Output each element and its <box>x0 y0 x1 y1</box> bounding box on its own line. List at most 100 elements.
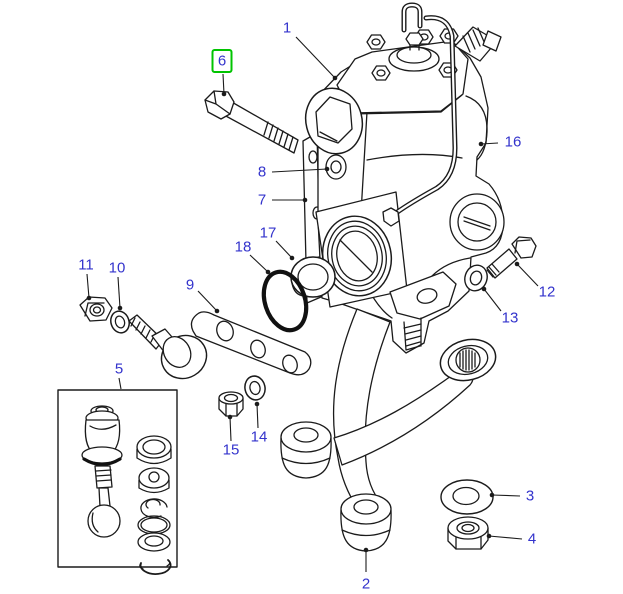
leader-line <box>256 403 259 429</box>
callout-16[interactable]: 16 <box>478 134 522 151</box>
callout-5[interactable]: 5 <box>115 361 123 390</box>
leader-line <box>275 240 293 259</box>
part-number-label[interactable]: 6 <box>218 53 226 70</box>
hex-plug <box>304 87 364 155</box>
sector-shaft-stud <box>403 317 422 351</box>
mounting-lug <box>389 271 457 320</box>
seal-washer-8 <box>325 154 347 180</box>
part-number-label[interactable]: 5 <box>115 361 123 378</box>
leader-line <box>249 254 269 273</box>
callout-14[interactable]: 14 <box>251 401 268 446</box>
leader-line <box>516 263 539 287</box>
callout-2[interactable]: 2 <box>362 547 370 593</box>
arm-bushing-upper <box>280 421 332 479</box>
leader-dot <box>478 141 484 147</box>
drop-arm <box>332 308 391 510</box>
leader-dot <box>489 492 495 498</box>
dome-cap <box>388 32 440 72</box>
washer-3 <box>440 479 494 515</box>
leader-dot <box>265 269 271 275</box>
leader-dot <box>289 255 295 261</box>
part-number-label[interactable]: 2 <box>362 576 370 593</box>
leader-dot <box>214 308 220 314</box>
part-number-label[interactable]: 11 <box>78 257 94 274</box>
drop-link <box>128 311 312 380</box>
leader-dot <box>486 533 492 539</box>
nut-11 <box>79 296 113 322</box>
callout-13[interactable]: 13 <box>481 286 519 327</box>
leader-dot <box>481 286 487 292</box>
part-number-label[interactable]: 10 <box>109 260 126 277</box>
pitman-arm <box>333 338 497 466</box>
bolt-6 <box>204 90 299 154</box>
part-number-label[interactable]: 15 <box>223 442 240 459</box>
leader-line <box>222 73 225 95</box>
callout-9[interactable]: 9 <box>186 277 220 314</box>
leader-dot <box>332 75 338 81</box>
part-number-label[interactable]: 13 <box>502 310 519 327</box>
callout-10[interactable]: 10 <box>109 260 126 311</box>
callout-15[interactable]: 15 <box>223 414 240 459</box>
leader-line <box>118 377 122 390</box>
leader-dot <box>86 295 92 301</box>
part-number-label[interactable]: 8 <box>258 164 266 181</box>
bolt-12 <box>486 236 537 279</box>
leader-line <box>480 142 499 145</box>
leader-dot <box>324 166 330 172</box>
callout-18[interactable]: 18 <box>235 239 271 275</box>
part-number-label[interactable]: 14 <box>251 429 268 446</box>
leader-line <box>117 276 121 309</box>
leader-line <box>483 288 502 312</box>
leader-line <box>491 494 521 497</box>
leader-dot <box>117 305 123 311</box>
selected-part-highlight <box>211 49 233 73</box>
callout-7[interactable]: 7 <box>258 192 308 209</box>
leader-dot <box>227 414 233 420</box>
input-shaft <box>454 26 502 62</box>
washer-13 <box>464 264 488 292</box>
callout-6[interactable]: 6 <box>211 49 233 97</box>
callout-4[interactable]: 4 <box>486 531 536 548</box>
washer-10 <box>110 310 130 334</box>
part-number-label[interactable]: 7 <box>258 192 266 209</box>
callout-17[interactable]: 17 <box>260 225 295 261</box>
part-number-label[interactable]: 1 <box>283 20 291 37</box>
part-number-label[interactable]: 9 <box>186 277 194 294</box>
callout-8[interactable]: 8 <box>258 164 330 181</box>
leader-dot <box>254 401 260 407</box>
part-number-label[interactable]: 17 <box>260 225 277 242</box>
top-cover <box>336 28 469 114</box>
leader-line <box>271 168 328 173</box>
arm-splined-eye <box>439 338 497 382</box>
pipe-union-nut <box>382 207 400 227</box>
callout-3[interactable]: 3 <box>489 488 534 505</box>
callout-11[interactable]: 11 <box>78 257 94 301</box>
leader-dot <box>514 261 520 267</box>
nut-4 <box>447 516 489 550</box>
o-ring-18 <box>261 269 309 333</box>
leader-line <box>488 535 523 540</box>
leader-line <box>86 273 90 299</box>
washer-14 <box>244 375 266 401</box>
seal-17 <box>290 256 336 298</box>
leader-line <box>295 36 336 79</box>
part-number-label[interactable]: 4 <box>528 531 536 548</box>
part-number-label[interactable]: 12 <box>539 284 556 301</box>
part-number-label[interactable]: 16 <box>505 134 522 151</box>
leader-line <box>197 290 218 312</box>
kit-ball-joint <box>81 405 123 538</box>
fluid-pipe <box>382 2 458 227</box>
kit-seal-parts <box>136 435 172 575</box>
callout-1[interactable]: 1 <box>283 20 338 81</box>
leader-dot <box>363 547 369 553</box>
arm-bushing-lower <box>340 493 392 552</box>
adjuster-cover <box>449 193 505 251</box>
part-number-label[interactable]: 18 <box>235 239 252 256</box>
nut-15 <box>218 391 244 417</box>
leader-dot <box>302 197 308 203</box>
callout-12[interactable]: 12 <box>514 261 556 301</box>
part-number-label[interactable]: 3 <box>526 488 534 505</box>
leader-dot <box>221 91 227 97</box>
